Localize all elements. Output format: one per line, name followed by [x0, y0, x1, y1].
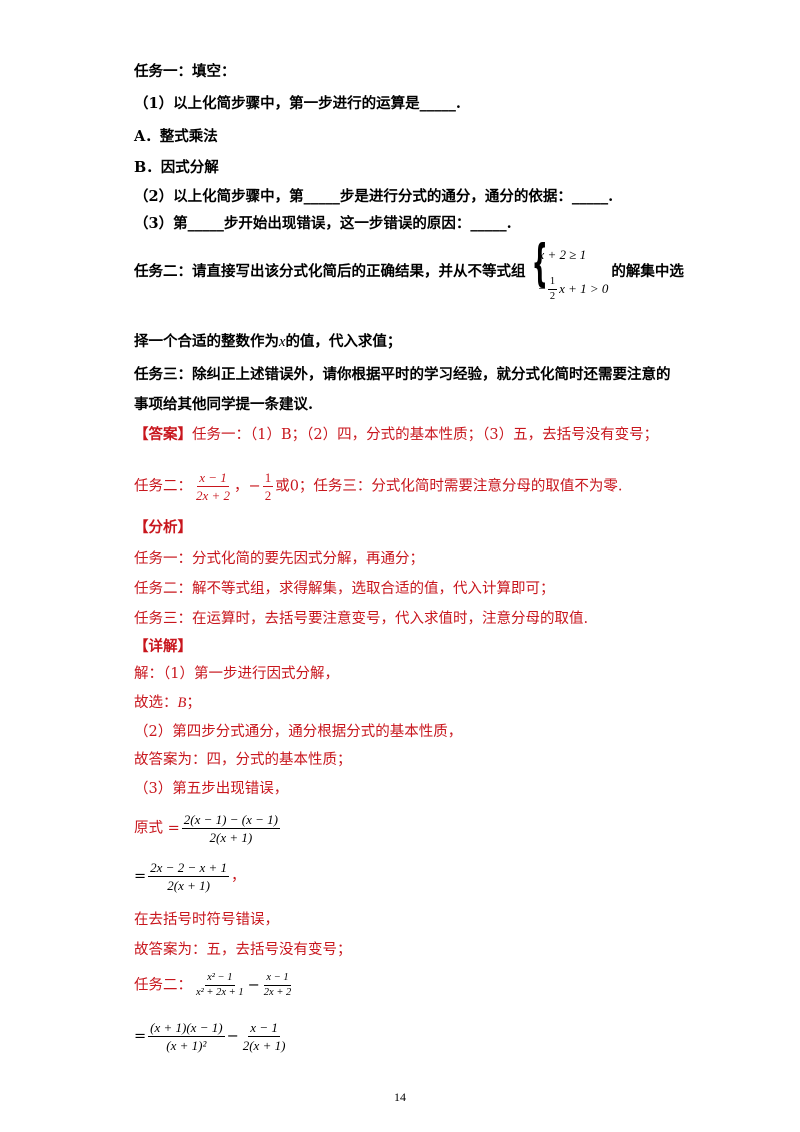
task2-suffix: 的解集中选 — [611, 263, 684, 280]
task2-prefix: 任务二：请直接写出该分式化简后的正确结果，并从不等式组 — [134, 263, 526, 280]
task1-question-2: （2）以上化简步骤中，第_____步是进行分式的通分，通分的依据：_____. — [134, 188, 614, 205]
task1-option-a: A．整式乘法 — [134, 128, 218, 145]
inequality-1: x + 2 ≥ 1 — [538, 247, 587, 262]
detail-line-5: （3）第五步出现错误， — [134, 781, 289, 797]
task3-line-1: 任务三：除纠正上述错误外，请你根据平时的学习经验，就分式化简时还需要注意的 — [134, 366, 671, 383]
detail-line-7: 故答案为：五，去括号没有变号； — [134, 942, 352, 958]
brace-icon: { — [531, 234, 548, 292]
analysis-line-2: 任务二：解不等式组，求得解集，选取合适的值，代入计算即可； — [134, 581, 555, 597]
detail-line-1: 解：（1）第一步进行因式分解， — [134, 666, 339, 682]
page-number: 14 — [394, 1090, 406, 1104]
detail-label: 【详解】 — [134, 638, 192, 655]
analysis-line-3: 任务三：在运算时，去括号要注意变号，代入求值时，注意分母的取值. — [134, 611, 589, 627]
detail-line-2: 故选：B； — [134, 695, 201, 711]
answer-line-1: 【答案】任务一：（1）B；（2）四，分式的基本性质；（3）五，去括号没有变号； — [134, 426, 659, 443]
detail-line-3: （2）第四步分式通分，通分根据分式的基本性质， — [134, 724, 463, 740]
task1-heading: 任务一：填空： — [134, 63, 236, 80]
task1-question-3: （3）第_____步开始出现错误，这一步错误的原因：_____. — [134, 215, 512, 232]
answer-label: 【答案】 — [134, 426, 192, 443]
analysis-line-1: 任务一：分式化简的要先因式分解，再通分； — [134, 551, 424, 567]
detail-line-6: 在去括号时符号错误， — [134, 912, 279, 928]
formula-1: 原式 =2(x − 1) − (x − 1)2(x + 1) — [134, 812, 280, 845]
analysis-label: 【分析】 — [134, 519, 192, 536]
task1-question-1: （1）以上化简步骤中，第一步进行的运算是_____. — [134, 95, 461, 112]
task1-option-b: B．因式分解 — [134, 159, 219, 176]
task2-continuation: 择一个合适的整数作为x的值，代入求值； — [134, 333, 402, 350]
detail-line-4: 故答案为：四，分式的基本性质； — [134, 752, 352, 768]
task3-line-2: 事项给其他同学提一条建议. — [134, 396, 314, 413]
